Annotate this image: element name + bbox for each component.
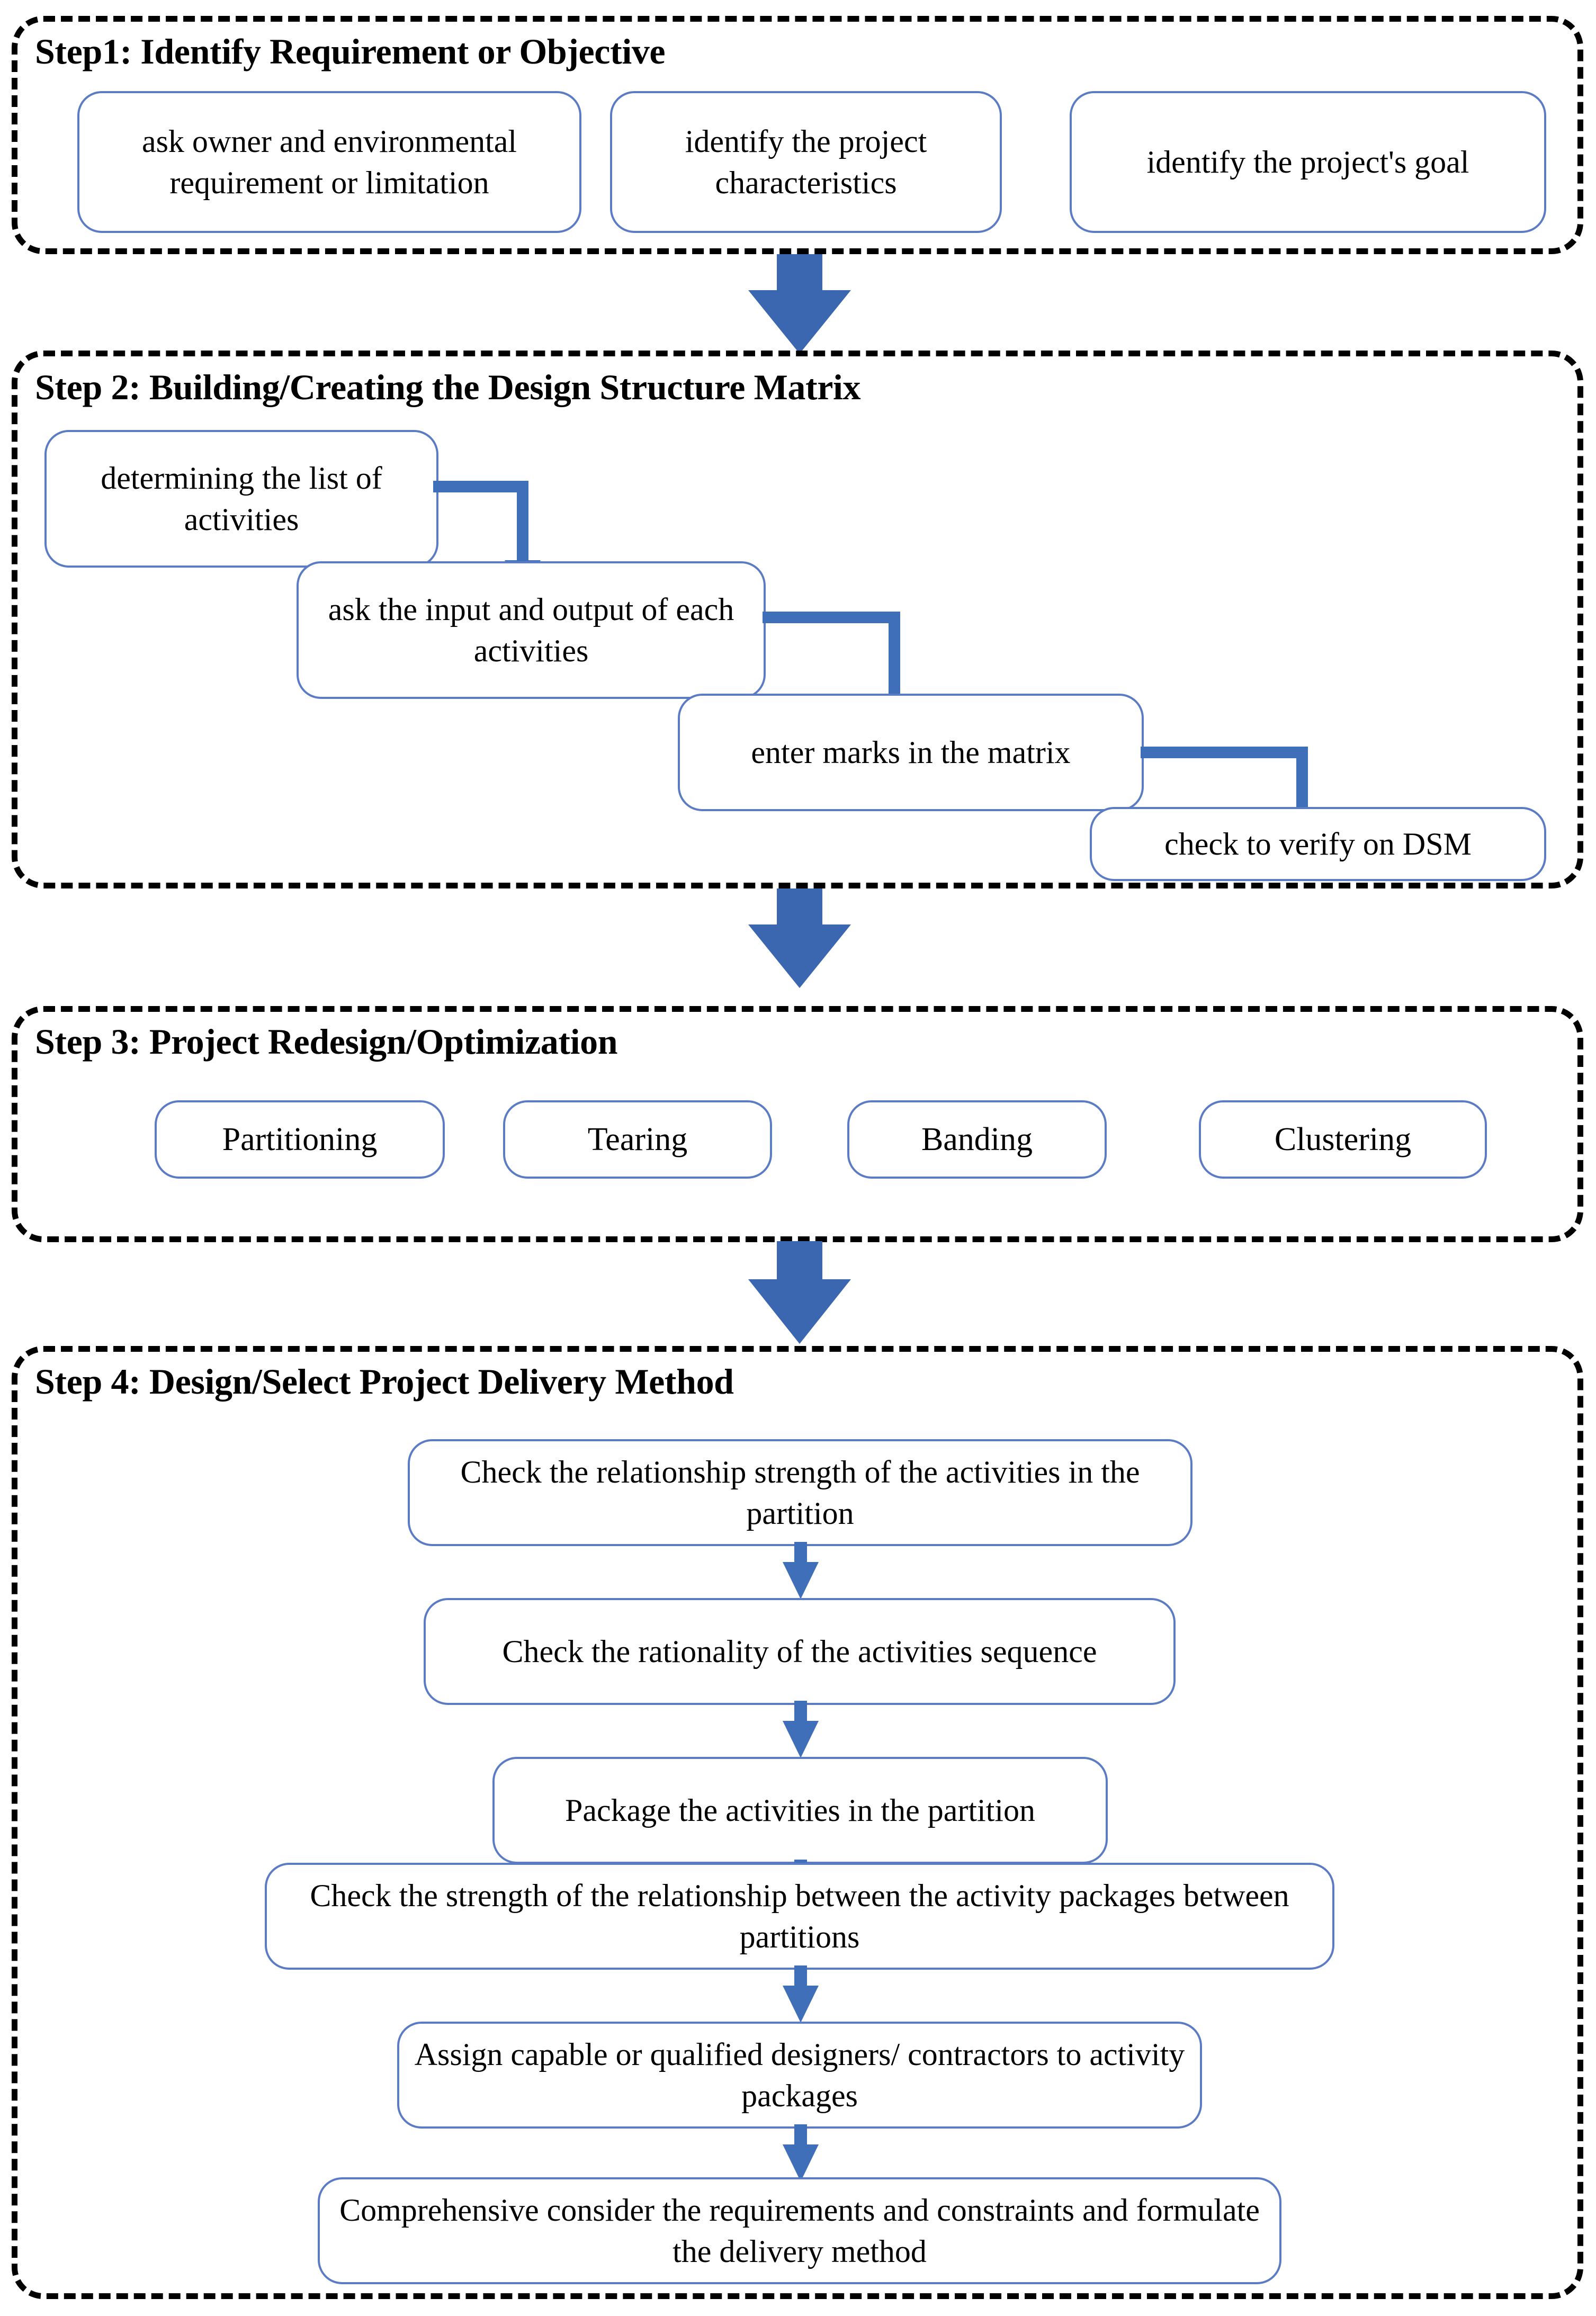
node-assign-capable-qualified-designers[interactable]: Assign capable or qualified designers/ c… bbox=[397, 2022, 1202, 2129]
block-arrow-step1-to-step2 bbox=[748, 254, 851, 354]
connector-s2-n2-v bbox=[889, 612, 900, 707]
node-enter-marks-in-matrix[interactable]: enter marks in the matrix bbox=[678, 694, 1144, 811]
step-2-title: Step 2: Building/Creating the Design Str… bbox=[35, 367, 861, 407]
node-identify-projects-goal[interactable]: identify the project's goal bbox=[1070, 91, 1546, 233]
connector-s2-n1-v bbox=[517, 481, 528, 571]
step-1-title: Step1: Identify Requirement or Objective bbox=[35, 31, 666, 71]
node-check-rationality-activities-sequence[interactable]: Check the rationality of the activities … bbox=[424, 1598, 1176, 1705]
node-check-relationship-strength-activities-partition[interactable]: Check the relationship strength of the a… bbox=[408, 1439, 1192, 1546]
node-banding[interactable]: Banding bbox=[847, 1100, 1107, 1179]
node-partitioning[interactable]: Partitioning bbox=[155, 1100, 445, 1179]
arrow-s4-n2-to-n3 bbox=[783, 1701, 819, 1758]
step-3-title: Step 3: Project Redesign/Optimization bbox=[35, 1021, 618, 1062]
step-2-container bbox=[12, 351, 1583, 888]
arrow-s4-n4-to-n5 bbox=[783, 1965, 819, 2023]
arrow-s4-n1-to-n2 bbox=[783, 1542, 819, 1599]
node-determining-list-of-activities[interactable]: determining the list of activities bbox=[44, 430, 438, 568]
node-package-activities-in-partition[interactable]: Package the activities in the partition bbox=[492, 1757, 1108, 1864]
step-4-title: Step 4: Design/Select Project Delivery M… bbox=[35, 1361, 734, 1402]
node-check-to-verify-on-dsm[interactable]: check to verify on DSM bbox=[1090, 807, 1546, 881]
node-clustering[interactable]: Clustering bbox=[1199, 1100, 1487, 1179]
node-identify-project-characteristics[interactable]: identify the project characteristics bbox=[610, 91, 1002, 233]
connector-s2-n1-h bbox=[433, 481, 528, 492]
node-check-strength-relationship-activity-packages[interactable]: Check the strength of the relationship b… bbox=[265, 1863, 1334, 1970]
node-tearing[interactable]: Tearing bbox=[503, 1100, 772, 1179]
step-3-container bbox=[12, 1006, 1583, 1242]
connector-s2-n3-v bbox=[1296, 747, 1308, 819]
connector-s2-n3-h bbox=[1141, 747, 1308, 758]
arrow-s4-n5-to-n6 bbox=[783, 2124, 819, 2182]
connector-s2-n2-h bbox=[763, 612, 900, 623]
node-ask-input-output-each-activities[interactable]: ask the input and output of each activit… bbox=[297, 561, 766, 699]
node-ask-owner-environmental-requirement[interactable]: ask owner and environmental requirement … bbox=[77, 91, 581, 233]
step-4-container bbox=[12, 1346, 1583, 2299]
step-1-container bbox=[12, 16, 1583, 254]
block-arrow-step2-to-step3 bbox=[748, 888, 851, 988]
node-comprehensive-consider-requirements-constraints[interactable]: Comprehensive consider the requirements … bbox=[318, 2177, 1281, 2284]
block-arrow-step3-to-step4 bbox=[748, 1241, 851, 1344]
